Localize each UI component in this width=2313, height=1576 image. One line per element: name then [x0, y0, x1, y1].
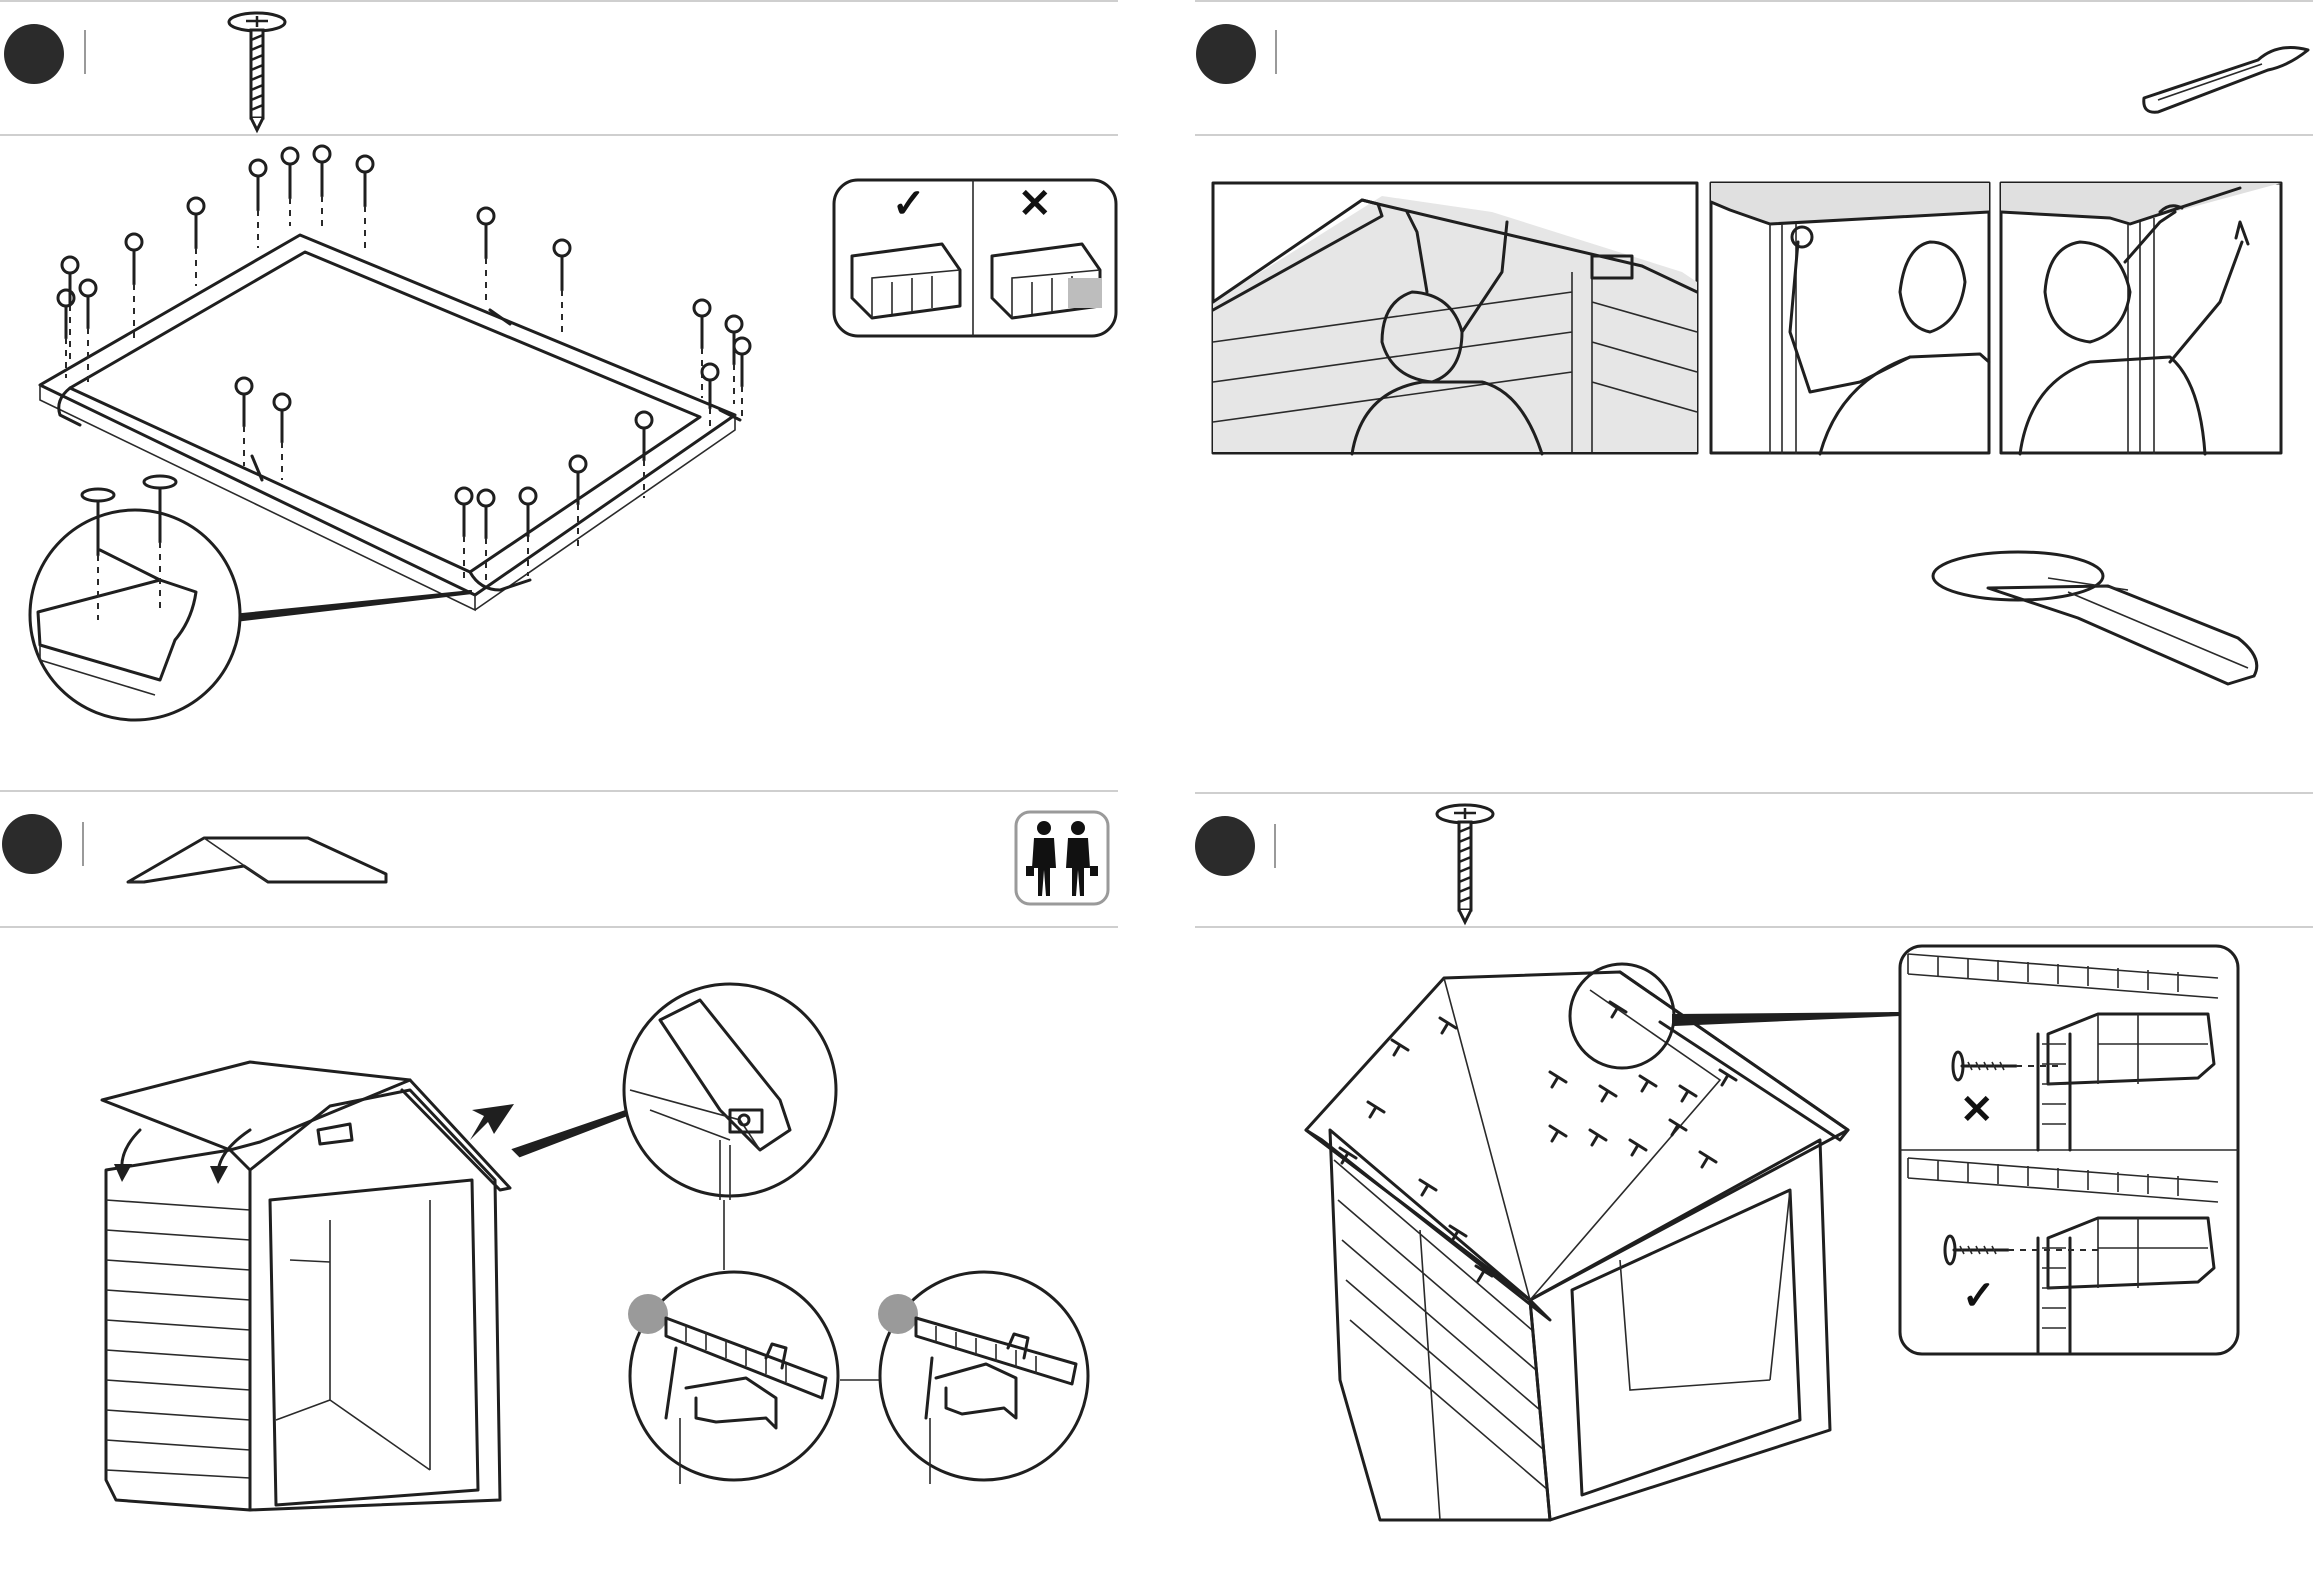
incorrect-screw-mark: ✕: [1960, 1090, 1994, 1130]
step-separator-3: [82, 822, 84, 866]
two-people-icon: [1014, 810, 1110, 906]
divider-mid-left: [0, 790, 1118, 792]
divider-step1: [0, 134, 1118, 136]
screw-icon: [222, 8, 292, 132]
roof-press-scene-2: [1710, 182, 1990, 454]
floor-frame-drawing: [0, 140, 790, 720]
correct-mark: ✓: [892, 184, 926, 224]
step-separator-4: [1274, 824, 1276, 868]
incorrect-mark: ✕: [1018, 184, 1052, 224]
step-separator-2: [1275, 30, 1277, 74]
divider-top-left: [0, 0, 1118, 2]
divider-top-right: [1195, 0, 2313, 2]
roof-press-scene-3: [2000, 182, 2282, 454]
screw-detail-box: [1898, 944, 2240, 1356]
step-separator-1: [84, 30, 86, 74]
step-number-badge-4: [1195, 816, 1255, 876]
step-number-badge-1: [4, 24, 64, 84]
divider-mid-right: [1195, 792, 2313, 794]
divider-step4: [1195, 926, 2313, 928]
roof-detail-circle-a: [626, 1268, 842, 1484]
divider-step3: [0, 926, 1118, 928]
profile-check-box: [832, 178, 1118, 338]
roof-tool-icon: [2138, 36, 2313, 116]
step-number-badge-2: [1196, 24, 1256, 84]
roof-panel-icon: [124, 832, 390, 886]
step-number-badge-3: [2, 814, 62, 874]
roof-detail-circle-top: [620, 980, 840, 1200]
shed-roof-install-drawing: [90, 1000, 540, 1520]
correct-screw-mark: ✓: [1962, 1276, 1996, 1316]
roof-screw-icon: [1430, 800, 1500, 924]
shed-roof-screws-drawing: [1300, 960, 1860, 1520]
roof-tool-large-icon: [1928, 548, 2268, 696]
roof-detail-circle-b: [876, 1268, 1092, 1484]
divider-step2: [1195, 134, 2313, 136]
roof-press-scene-1: [1212, 182, 1698, 454]
